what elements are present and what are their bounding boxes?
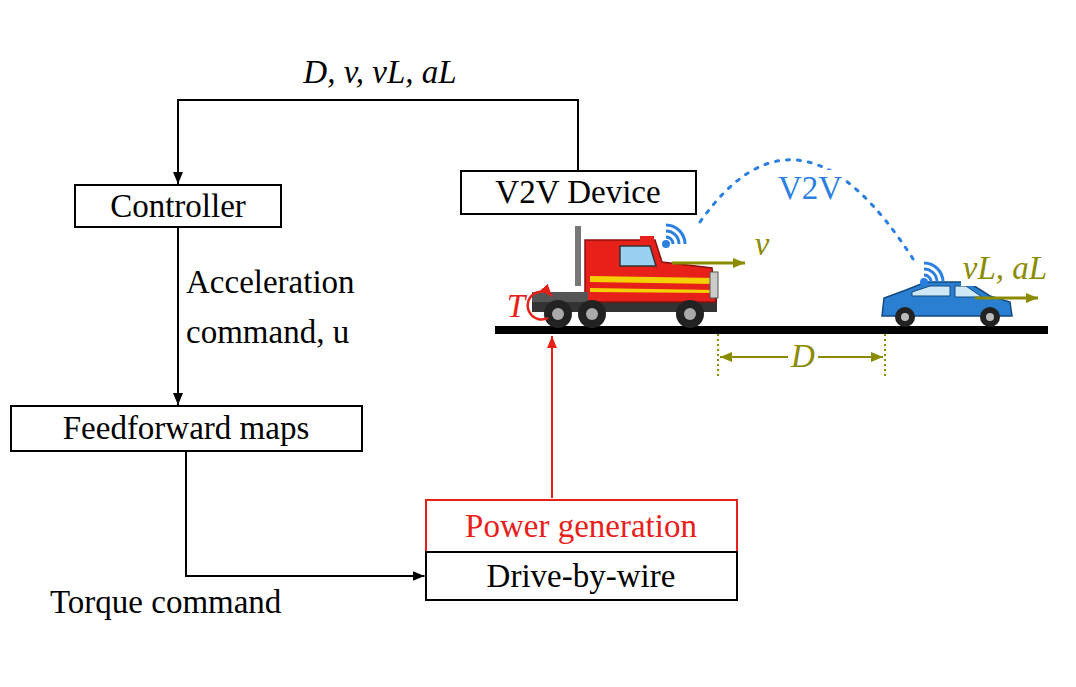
signal-label: Acceleration command, u xyxy=(184,258,438,357)
distance-label: D xyxy=(789,338,817,374)
box-label: Power generation xyxy=(465,510,697,543)
dimension-arrow xyxy=(818,356,883,358)
truck xyxy=(532,226,718,328)
torque-arrow xyxy=(528,291,552,319)
signal-label: D, v, vL, aL xyxy=(301,54,458,90)
box-label: Feedforward maps xyxy=(63,412,310,445)
controller-box: Controller xyxy=(74,184,282,228)
drive-by-wire-box: Drive-by-wire xyxy=(425,551,738,601)
box-label: Drive-by-wire xyxy=(487,560,676,593)
dimension-arrow xyxy=(720,356,788,358)
dimension-line xyxy=(717,334,719,376)
wifi-icon xyxy=(664,225,686,247)
car xyxy=(882,282,1012,327)
v2v-link xyxy=(700,160,915,262)
speed-label: vL, aL xyxy=(961,250,1049,286)
torque-label: T xyxy=(505,288,527,324)
wifi-icon xyxy=(922,263,944,285)
signal-arrow xyxy=(177,228,179,405)
power-arrow xyxy=(551,336,553,498)
dimension-line xyxy=(884,334,886,376)
power-generation-box: Power generation xyxy=(425,499,738,553)
v2v-device-box: V2V Device xyxy=(460,170,697,215)
signal-label: Torque command xyxy=(48,584,283,620)
link-label: V2V xyxy=(776,170,844,206)
speed-arrow xyxy=(672,262,745,265)
box-label: Controller xyxy=(110,190,246,223)
feedforward-box: Feedforward maps xyxy=(10,405,363,452)
speed-label: v xyxy=(753,226,772,262)
signal-arrow xyxy=(186,452,425,576)
road xyxy=(495,326,1048,334)
speed-arrow xyxy=(975,297,1038,300)
box-label: V2V Device xyxy=(495,176,660,209)
